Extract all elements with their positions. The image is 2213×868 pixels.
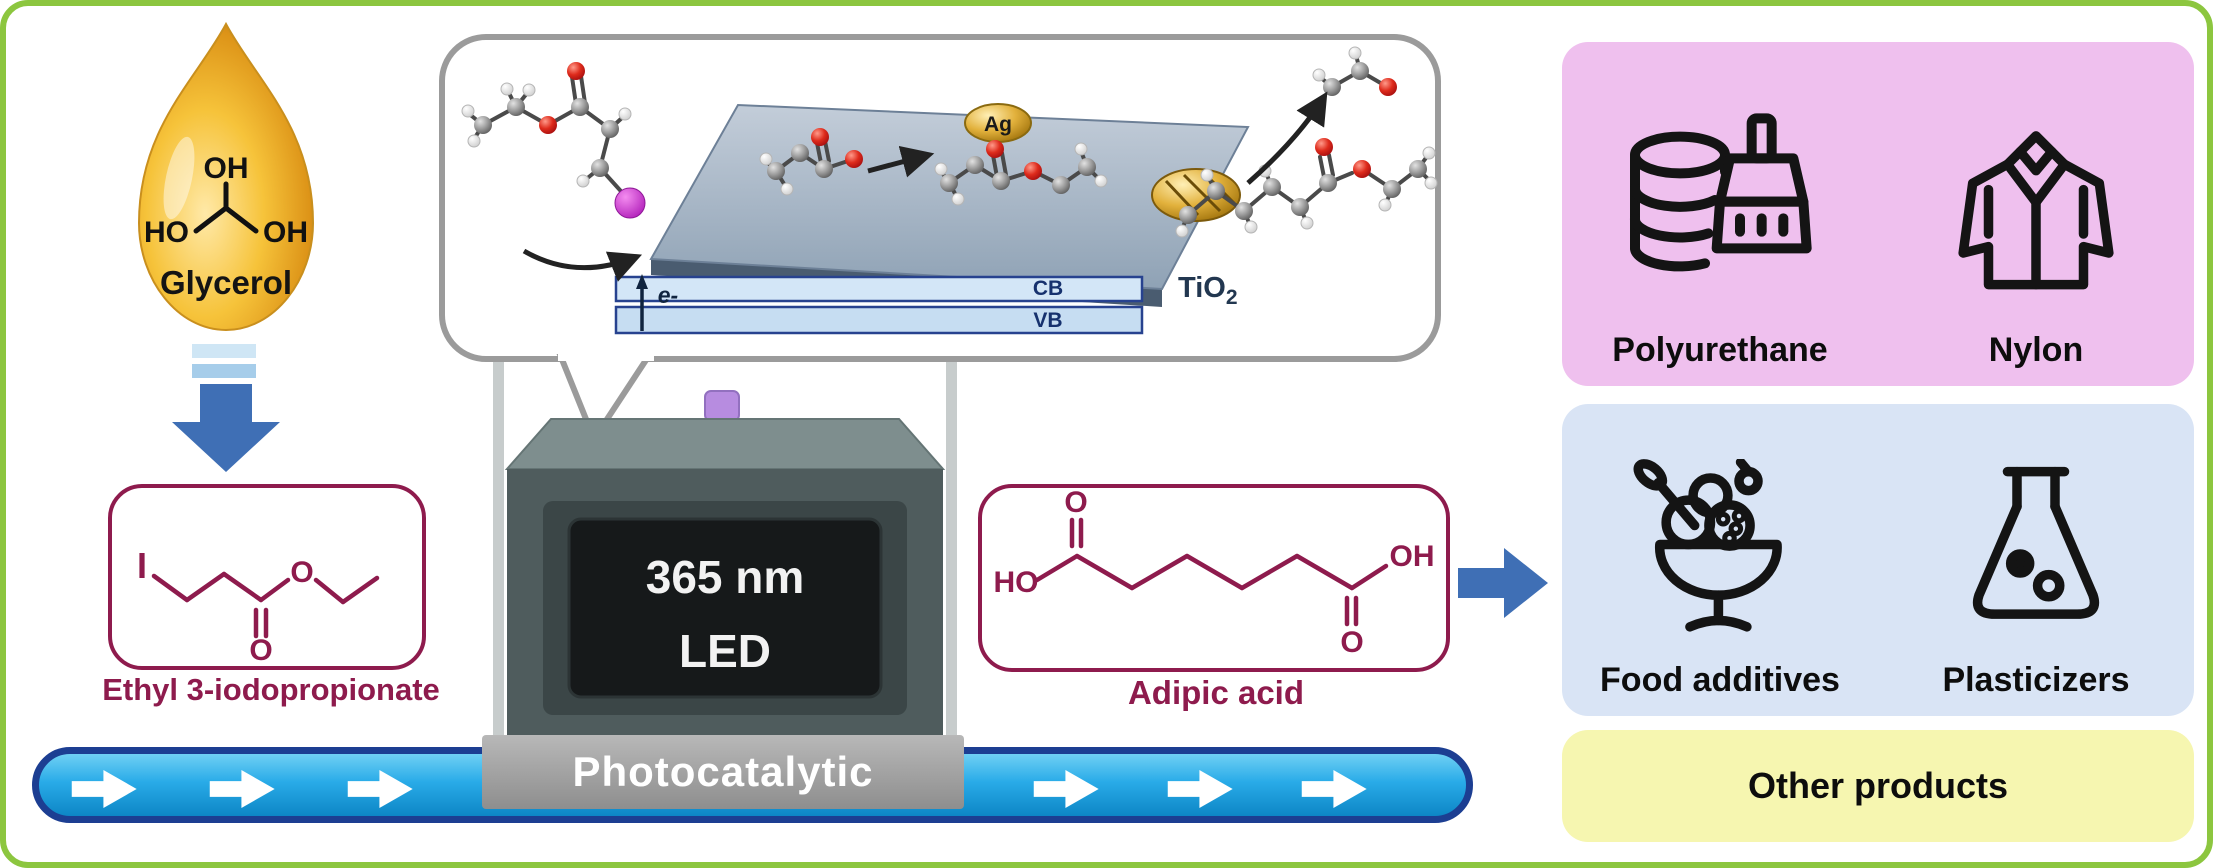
materials-panel: Polyurethane Nylon bbox=[1562, 42, 2194, 386]
adsorbed-species-b bbox=[934, 140, 1108, 206]
conveyor-arrow-icon bbox=[71, 770, 137, 808]
down-arrow-icon bbox=[172, 344, 280, 472]
product-molecule-3d bbox=[1175, 138, 1438, 238]
glycerol-oh-right: OH bbox=[263, 216, 308, 249]
conveyor-arrow-icon bbox=[1167, 770, 1233, 808]
adipic-o-top-label: O bbox=[1064, 488, 1087, 519]
glycerol-ho-left: HO bbox=[144, 216, 189, 249]
led-reactor: 365 nm LED bbox=[504, 390, 946, 737]
conveyor-arrow-icon bbox=[1033, 770, 1099, 808]
cb-label: CB bbox=[1033, 277, 1063, 300]
material-label: Polyurethane bbox=[1612, 331, 1828, 369]
app-item-polyurethane: Polyurethane bbox=[1562, 42, 1878, 386]
carbonyl-oxygen-label: O bbox=[249, 634, 272, 666]
reactor-knob bbox=[704, 390, 740, 422]
app-item-food-additives: Food additives bbox=[1562, 404, 1878, 716]
stand-post-left bbox=[493, 306, 504, 738]
conveyor-arrow-icon bbox=[209, 770, 275, 808]
material-label: Nylon bbox=[1988, 331, 2084, 369]
glycerol-oh-top: OH bbox=[204, 152, 249, 185]
reactor-platform: Photocatalytic bbox=[482, 735, 964, 809]
droplet-highlight bbox=[163, 136, 195, 220]
product-fragment-3d bbox=[1312, 46, 1397, 96]
electron-label: e- bbox=[658, 282, 678, 308]
other-products-panel: Other products bbox=[1562, 730, 2194, 842]
led-wavelength: 365 nm bbox=[646, 551, 805, 603]
catalyst-label: TiO2 bbox=[1178, 272, 1238, 309]
glycerol-structure bbox=[193, 181, 259, 234]
valence-band bbox=[614, 305, 1144, 335]
app-item-plasticizers: Plasticizers bbox=[1878, 404, 2194, 716]
use-label: Food additives bbox=[1600, 661, 1840, 699]
reactant-label: Ethyl 3-iodopropionate bbox=[102, 672, 440, 707]
other-products-label: Other products bbox=[1747, 765, 2008, 806]
glycerol-droplet: OH HO OH Glycerol bbox=[137, 21, 315, 332]
reactant-structure-box: I O O bbox=[108, 484, 426, 670]
conveyor-arrow-icon bbox=[347, 770, 413, 808]
jacket-icon bbox=[1958, 131, 2114, 290]
ice-cream-sundae-icon bbox=[1633, 459, 1782, 632]
adipic-o-bottom-label: O bbox=[1340, 626, 1363, 659]
reaction-arrow-right bbox=[1246, 91, 1328, 185]
product-structure-box: HO O O OH bbox=[978, 484, 1450, 672]
reaction-arrow-middle bbox=[867, 145, 935, 178]
reaction-arrow-left bbox=[522, 248, 643, 282]
uses-panel: Food additives Plasticizers bbox=[1562, 404, 2194, 716]
reactant-structure: I O O bbox=[137, 545, 380, 667]
reactor-top-face bbox=[504, 418, 946, 470]
droplet-shape bbox=[137, 21, 315, 332]
use-label: Plasticizers bbox=[1942, 661, 2130, 699]
glycerol-label: Glycerol bbox=[160, 264, 292, 301]
vb-label: VB bbox=[1033, 309, 1062, 332]
silver-label: Ag bbox=[984, 113, 1012, 136]
flask-icon bbox=[1972, 466, 2100, 619]
right-arrow-icon bbox=[1458, 548, 1548, 618]
iodine-atom-3d bbox=[614, 187, 646, 219]
iodine-atom-label: I bbox=[137, 545, 147, 586]
foam-and-brush-icon bbox=[1629, 113, 1812, 272]
conduction-band bbox=[614, 275, 1144, 303]
product-structure: HO O O OH bbox=[994, 486, 1435, 659]
platform-label: Photocatalytic bbox=[572, 748, 874, 795]
reactant-molecule-3d bbox=[461, 62, 646, 219]
led-text: LED bbox=[679, 625, 771, 677]
app-item-nylon: Nylon bbox=[1878, 42, 2194, 386]
adsorbed-species-a bbox=[759, 128, 863, 196]
adipic-oh-label: OH bbox=[1390, 540, 1435, 573]
conveyor-arrow-icon bbox=[1301, 770, 1367, 808]
stand-post-right bbox=[946, 306, 957, 738]
led-screen bbox=[567, 517, 883, 699]
mechanism-callout: CB VB e- TiO2 Ag bbox=[439, 34, 1441, 446]
adipic-ho-label: HO bbox=[994, 566, 1039, 599]
product-label: Adipic acid bbox=[1127, 674, 1305, 711]
ester-oxygen-label: O bbox=[290, 556, 313, 589]
